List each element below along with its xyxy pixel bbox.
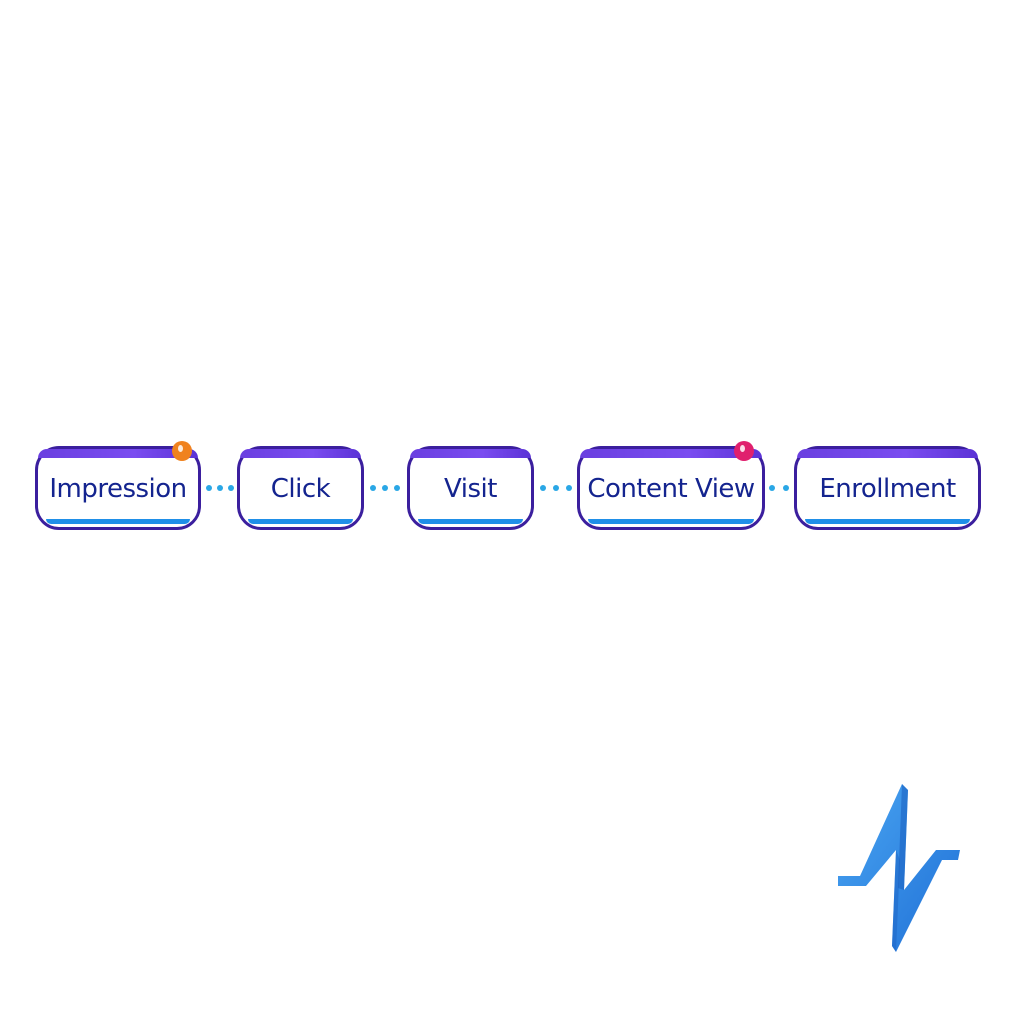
step-impression: Impression	[35, 441, 201, 530]
connector-dot	[394, 485, 400, 491]
step-bottom-band	[805, 519, 970, 524]
step-click: Click	[237, 446, 364, 530]
step-label: Visit	[444, 474, 497, 504]
step-bottom-band	[418, 519, 523, 524]
connector-dot	[217, 485, 223, 491]
connector-dot	[228, 485, 234, 491]
step-top-band	[580, 449, 762, 458]
step-top-band	[240, 449, 361, 458]
step-top-band	[797, 449, 978, 458]
orange-dot-icon	[172, 441, 192, 461]
connector-2	[370, 485, 400, 491]
step-bottom-band	[46, 519, 190, 524]
pulse-logo-icon	[838, 784, 960, 952]
connector-dot	[382, 485, 388, 491]
step-top-band	[410, 449, 531, 458]
connector-dot	[370, 485, 376, 491]
connector-4	[769, 485, 789, 491]
step-content-view: Content View	[577, 441, 765, 530]
step-label: Impression	[49, 474, 187, 504]
step-label: Click	[270, 474, 331, 504]
connector-dot	[206, 485, 212, 491]
step-label: Enrollment	[819, 474, 956, 504]
connector-dot	[540, 485, 546, 491]
connector-dot	[553, 485, 559, 491]
step-enrollment: Enrollment	[794, 446, 981, 530]
step-top-band	[38, 449, 198, 458]
connector-3	[540, 485, 572, 491]
pink-dot-icon	[734, 441, 754, 461]
connector-dot	[566, 485, 572, 491]
connector-dot	[783, 485, 789, 491]
step-label: Content View	[587, 474, 755, 504]
connector-1	[206, 485, 234, 491]
connector-dot	[769, 485, 775, 491]
step-bottom-band	[588, 519, 754, 524]
step-bottom-band	[248, 519, 353, 524]
step-visit: Visit	[407, 446, 534, 530]
